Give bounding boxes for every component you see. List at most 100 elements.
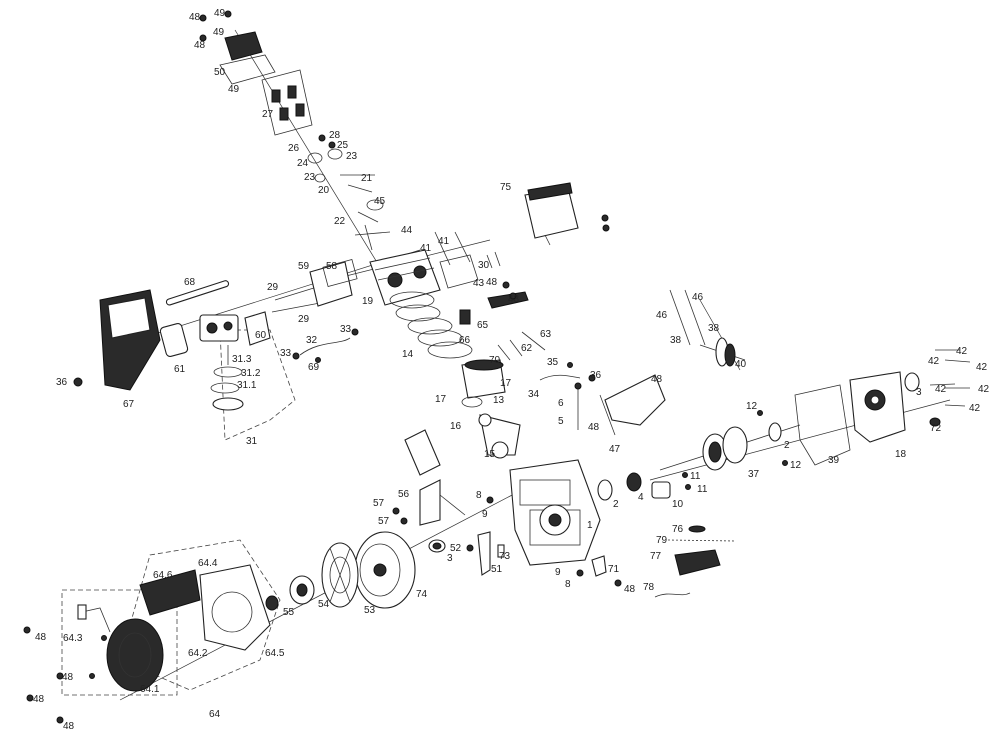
- label-50: 50: [214, 67, 226, 78]
- label-71: 71: [608, 564, 620, 575]
- label-73: 73: [499, 551, 511, 562]
- label-75: 75: [500, 182, 512, 193]
- part-labels: 48 49 49 48 50 49 27 28 25 26 23 24 23 2…: [33, 8, 990, 732]
- label-28: 28: [329, 130, 341, 141]
- label-55: 55: [283, 607, 295, 618]
- label-49-c: 49: [228, 84, 240, 95]
- label-46-b: 46: [656, 310, 668, 321]
- label-60: 60: [255, 330, 267, 341]
- label-33-a: 33: [340, 324, 352, 335]
- label-43: 43: [473, 278, 485, 289]
- label-57-a: 57: [373, 498, 385, 509]
- label-38-b: 38: [670, 335, 682, 346]
- label-32: 32: [306, 335, 318, 346]
- label-39: 39: [828, 455, 840, 466]
- label-48-i: 48: [62, 672, 74, 683]
- label-48-e: 48: [588, 422, 600, 433]
- label-4: 4: [638, 492, 644, 503]
- label-33-b: 33: [280, 348, 292, 359]
- label-42-e: 42: [935, 384, 947, 395]
- label-26: 26: [288, 143, 300, 154]
- label-48-d: 48: [508, 294, 520, 305]
- label-14: 14: [402, 349, 414, 360]
- label-17-a: 17: [500, 378, 512, 389]
- label-29-a: 29: [267, 282, 279, 293]
- label-24: 24: [297, 158, 309, 169]
- case-cover-part: [599, 374, 666, 436]
- muffler-part: [524, 182, 610, 246]
- crankcase-part: [509, 459, 601, 566]
- camshaft-part: [669, 289, 746, 367]
- lower-bolts-part: [23, 626, 107, 724]
- label-6: 6: [558, 398, 564, 409]
- label-48-h: 48: [35, 632, 47, 643]
- label-36-b: 36: [590, 370, 602, 381]
- label-15: 15: [484, 449, 496, 460]
- rocker-arm-part: [261, 69, 313, 136]
- label-37: 37: [748, 469, 760, 480]
- label-21: 21: [361, 173, 373, 184]
- label-67: 67: [123, 399, 135, 410]
- bearing-seal-part: [428, 472, 642, 553]
- ignition-coil-part: [392, 429, 466, 526]
- label-53: 53: [364, 605, 376, 616]
- label-42-a: 42: [956, 346, 968, 357]
- label-48-f: 48: [651, 374, 663, 385]
- side-cover-part: [794, 371, 941, 466]
- label-64: 64: [209, 709, 221, 720]
- label-30: 30: [478, 260, 490, 271]
- side-cover-bolts-part: [929, 349, 971, 407]
- group-outline-64: [61, 589, 178, 696]
- label-48-k: 48: [63, 721, 75, 732]
- label-29-b: 29: [298, 314, 310, 325]
- label-51: 51: [491, 564, 503, 575]
- label-22: 22: [334, 216, 346, 227]
- label-17-b: 17: [435, 394, 447, 405]
- governor-arm-part: [539, 362, 596, 430]
- label-5: 5: [558, 416, 564, 427]
- label-64-1: 64.1: [140, 684, 160, 695]
- label-72: 72: [930, 423, 942, 434]
- label-77: 77: [650, 551, 662, 562]
- label-64-5: 64.5: [265, 648, 285, 659]
- label-31-1: 31.1: [237, 380, 257, 391]
- label-49-a: 49: [214, 8, 226, 19]
- label-10: 10: [672, 499, 684, 510]
- label-40: 40: [735, 359, 747, 370]
- starter-pulley-part: [265, 575, 315, 611]
- recoil-starter-part: [77, 604, 164, 692]
- label-23: 23: [346, 151, 358, 162]
- label-3-b: 3: [447, 553, 453, 564]
- piston-part: [461, 359, 506, 408]
- push-rods-part: [497, 331, 546, 361]
- label-44: 44: [401, 225, 413, 236]
- label-76: 76: [672, 524, 684, 535]
- label-79: 79: [656, 535, 668, 546]
- label-18: 18: [895, 449, 907, 460]
- label-25: 25: [337, 140, 349, 151]
- label-31-3: 31.3: [232, 354, 252, 365]
- label-31: 31: [246, 436, 258, 447]
- label-11-a: 11: [690, 471, 701, 482]
- valve-cover-part: [199, 10, 276, 85]
- label-46-a: 46: [692, 292, 704, 303]
- connecting-rod-part: [478, 413, 521, 459]
- label-78: 78: [643, 582, 655, 593]
- flywheel-part: [354, 531, 416, 609]
- label-65: 65: [477, 320, 489, 331]
- label-27: 27: [262, 109, 274, 120]
- label-2-a: 2: [784, 440, 790, 451]
- label-42-f: 42: [969, 403, 981, 414]
- label-12-b: 12: [790, 460, 802, 471]
- label-47: 47: [609, 444, 621, 455]
- label-48-c: 48: [486, 277, 498, 288]
- label-49-b: 49: [213, 27, 225, 38]
- label-45: 45: [374, 196, 386, 207]
- label-74: 74: [416, 589, 428, 600]
- label-20: 20: [318, 185, 330, 196]
- label-9-a: 9: [482, 509, 488, 520]
- label-42-d: 42: [978, 384, 990, 395]
- label-52: 52: [450, 543, 462, 554]
- label-42-b: 42: [976, 362, 988, 373]
